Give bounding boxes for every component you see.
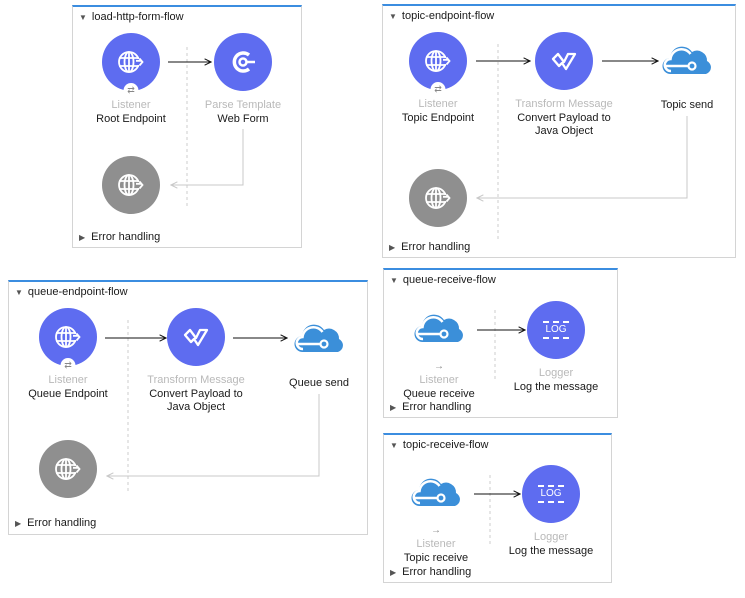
node-name: Queue receive xyxy=(403,388,475,400)
flow-queue-endpoint-flow[interactable]: ▼ queue-endpoint-flow ⇄ Listener Queue En… xyxy=(8,280,368,535)
node-listener[interactable]: → Listener Queue receive xyxy=(374,301,504,401)
expand-triangle-icon: ▶ xyxy=(15,518,22,528)
flow-title: topic-endpoint-flow xyxy=(401,10,495,22)
error-handling-label: Error handling xyxy=(402,401,472,413)
node-name: Topic send xyxy=(660,99,714,111)
flow-header[interactable]: ▼ topic-receive-flow xyxy=(390,439,489,451)
swap-icon: ⇄ xyxy=(430,82,446,97)
node-name: Topic Endpoint xyxy=(401,112,475,124)
transform-icon xyxy=(548,45,580,77)
parse-template-icon xyxy=(227,46,259,78)
collapse-triangle-icon[interactable]: ▼ xyxy=(15,287,23,297)
flow-header[interactable]: ▼ queue-endpoint-flow xyxy=(15,286,128,298)
error-handling-label: Error handling xyxy=(91,231,161,243)
log-icon: LOG xyxy=(527,301,585,359)
collapse-triangle-icon[interactable]: ▼ xyxy=(389,11,397,21)
arrow-right-icon: → xyxy=(431,525,441,536)
swap-icon: ⇄ xyxy=(123,83,139,98)
node-type: Transform Message xyxy=(147,374,245,386)
node-transform-message[interactable]: Transform Message Convert Payload to Jav… xyxy=(499,32,629,138)
node-type: Listener xyxy=(416,538,456,550)
cloud-icon xyxy=(410,476,462,512)
expand-triangle-icon: ▶ xyxy=(79,232,86,242)
node-listener[interactable]: → Listener Topic receive xyxy=(371,465,501,565)
node-transform-message[interactable]: Transform Message Convert Payload to Jav… xyxy=(131,308,261,414)
error-handling-toggle[interactable]: ▶ Error handling xyxy=(390,401,471,413)
node-name: Queue send xyxy=(289,377,349,389)
node-name: Queue Endpoint xyxy=(28,388,108,400)
node-topic-send[interactable]: Topic send xyxy=(622,33,745,113)
node-name: Convert Payload to Java Object xyxy=(149,388,243,413)
flow-title: queue-endpoint-flow xyxy=(27,286,128,298)
node-type: Listener xyxy=(418,98,458,110)
node-error-source[interactable] xyxy=(66,156,196,214)
expand-triangle-icon: ▶ xyxy=(390,567,397,577)
node-type: Listener xyxy=(111,99,151,111)
log-icon: LOG xyxy=(522,465,580,523)
node-type: Listener xyxy=(48,374,88,386)
collapse-triangle-icon[interactable]: ▼ xyxy=(390,440,398,450)
node-name: Topic receive xyxy=(403,552,469,564)
flow-header[interactable]: ▼ load-http-form-flow xyxy=(79,11,184,23)
flow-title: queue-receive-flow xyxy=(402,274,496,286)
node-error-source[interactable] xyxy=(373,169,503,227)
node-type: Logger xyxy=(533,531,569,543)
node-type: Listener xyxy=(419,374,459,386)
globe-icon xyxy=(52,453,84,485)
globe-icon xyxy=(115,46,147,78)
flow-title: load-http-form-flow xyxy=(91,11,184,23)
transform-icon xyxy=(180,321,212,353)
node-name: Root Endpoint xyxy=(96,113,166,125)
cloud-icon xyxy=(293,322,345,358)
error-handling-toggle[interactable]: ▶ Error handling xyxy=(79,231,160,243)
swap-icon: ⇄ xyxy=(60,358,76,373)
flow-header[interactable]: ▼ topic-endpoint-flow xyxy=(389,10,494,22)
node-logger[interactable]: LOG Logger Log the message xyxy=(491,301,621,394)
error-handling-label: Error handling xyxy=(402,566,472,578)
node-error-source[interactable] xyxy=(3,440,133,498)
node-listener[interactable]: ⇄ Listener Root Endpoint xyxy=(66,33,196,126)
globe-icon xyxy=(422,182,454,214)
error-handling-label: Error handling xyxy=(401,241,471,253)
flow-header[interactable]: ▼ queue-receive-flow xyxy=(390,274,496,286)
node-type: Parse Template xyxy=(204,99,282,111)
cloud-icon xyxy=(661,44,713,80)
node-listener[interactable]: ⇄ Listener Topic Endpoint xyxy=(373,32,503,125)
flow-load-http-form-flow[interactable]: ▼ load-http-form-flow ⇄ Listener Root End… xyxy=(72,5,302,248)
node-type: Transform Message xyxy=(515,98,613,110)
node-name: Log the message xyxy=(508,545,594,557)
error-handling-label: Error handling xyxy=(27,517,97,529)
node-parse-template[interactable]: Parse Template Web Form xyxy=(178,33,308,126)
globe-icon xyxy=(422,45,454,77)
globe-icon xyxy=(52,321,84,353)
node-queue-send[interactable]: Queue send xyxy=(254,311,384,391)
node-logger[interactable]: LOG Logger Log the message xyxy=(486,465,616,558)
error-handling-toggle[interactable]: ▶ Error handling xyxy=(389,241,470,253)
flow-topic-receive-flow[interactable]: ▼ topic-receive-flow → Listener Topic rec… xyxy=(383,433,612,583)
node-type: Logger xyxy=(538,367,574,379)
expand-triangle-icon: ▶ xyxy=(390,402,397,412)
arrow-right-icon: → xyxy=(434,361,444,372)
globe-icon xyxy=(115,169,147,201)
collapse-triangle-icon[interactable]: ▼ xyxy=(79,12,87,22)
flow-queue-receive-flow[interactable]: ▼ queue-receive-flow → Listener Queue rec… xyxy=(383,268,618,418)
flow-title: topic-receive-flow xyxy=(402,439,489,451)
collapse-triangle-icon[interactable]: ▼ xyxy=(390,275,398,285)
node-listener[interactable]: ⇄ Listener Queue Endpoint xyxy=(3,308,133,401)
cloud-icon xyxy=(413,312,465,348)
node-name: Convert Payload to Java Object xyxy=(517,112,611,137)
flow-topic-endpoint-flow[interactable]: ▼ topic-endpoint-flow ⇄ Listener Topic En… xyxy=(382,4,736,258)
expand-triangle-icon: ▶ xyxy=(389,242,396,252)
error-handling-toggle[interactable]: ▶ Error handling xyxy=(390,566,471,578)
node-name: Log the message xyxy=(513,381,599,393)
node-name: Web Form xyxy=(217,113,269,125)
error-handling-toggle[interactable]: ▶ Error handling xyxy=(15,517,96,529)
